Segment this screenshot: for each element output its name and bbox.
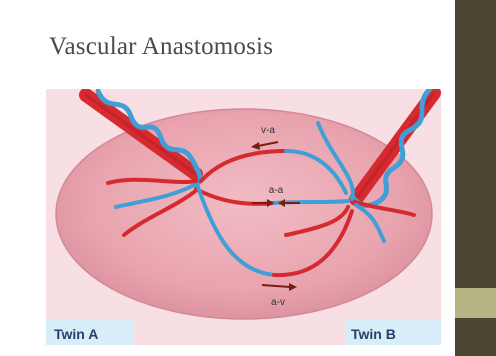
placenta [56, 109, 432, 319]
label-aa: a-a [269, 185, 284, 196]
anastomosis-figure: v-a a-a a-v Twin A Twin B [46, 89, 441, 345]
label-twin-b: Twin B [351, 326, 396, 342]
label-twin-a: Twin A [54, 326, 98, 342]
label-va: v-a [261, 125, 275, 136]
label-av: a-v [271, 297, 285, 308]
anastomosis-diagram: v-a a-a a-v Twin A Twin B [46, 89, 441, 345]
sidebar-dark-top [455, 0, 496, 288]
sidebar-dark-bottom [455, 318, 496, 356]
sidebar-accent-stripe [455, 288, 496, 318]
slide-title: Vascular Anastomosis [49, 33, 273, 61]
